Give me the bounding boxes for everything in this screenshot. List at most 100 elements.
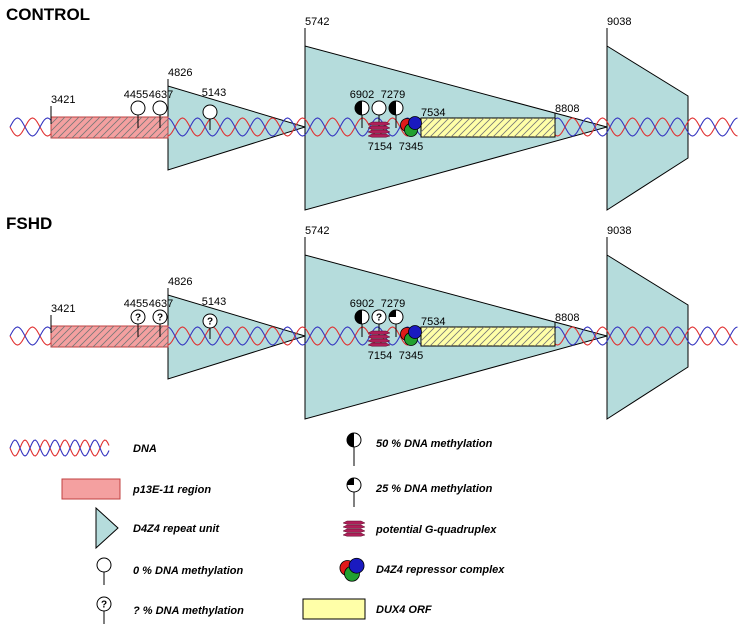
complex-blue-subunit: [348, 557, 365, 574]
coord-label-5143: 5143: [202, 296, 226, 308]
complex-blue-subunit: [408, 116, 422, 130]
complex-blue-subunit: [408, 325, 422, 339]
legend-item-methyl-50: 50 % DNA methylation: [346, 432, 493, 466]
legend-item-g-quadruplex: potential G-quadruplex: [342, 520, 497, 537]
half-fill: [355, 310, 362, 324]
legend-d4z4-swatch: [95, 506, 119, 550]
d4z4-repeat-small: [167, 85, 307, 171]
half-fill: [347, 433, 354, 447]
coord-label-9038: 9038: [607, 16, 631, 28]
d4z4-repeat-small: [167, 294, 307, 380]
quadruplex-strand: [367, 342, 391, 347]
legend-label-methyl-50: 50 % DNA methylation: [376, 438, 493, 450]
legend-dux4-swatch: [302, 598, 366, 620]
panel-title: FSHD: [6, 214, 52, 233]
coord-label-4637: 4637: [149, 89, 173, 101]
quadruplex-strand: [367, 338, 391, 343]
legend-label-g-quadruplex: potential G-quadruplex: [375, 524, 497, 536]
quadruplex-strand: [342, 532, 366, 537]
coord-label-9038: 9038: [607, 225, 631, 237]
half-fill: [355, 101, 362, 115]
coord-label-7345: 7345: [399, 141, 423, 153]
question-mark-label: ?: [135, 313, 141, 324]
d4z4-repeat-unit-2: [606, 254, 689, 420]
coord-label-7154: 7154: [368, 350, 392, 362]
methylation-circle: [202, 313, 218, 329]
panel-control: CONTROL 3421 4637 4826 5143 5742 7534 8808 9038 4…: [6, 5, 738, 211]
quadruplex-strand: [342, 528, 366, 533]
methylation-circle: [130, 100, 146, 116]
coord-label-7534: 7534: [421, 107, 445, 119]
legend-label-dux4-orf: DUX4 ORF: [376, 604, 432, 616]
half-fill: [389, 101, 396, 115]
coord-label-5742: 5742: [305, 16, 329, 28]
coord-label-4455: 4455: [124, 89, 148, 101]
legend-item-dux4-orf: DUX4 ORF: [302, 598, 432, 620]
question-mark-label: ?: [376, 313, 382, 324]
legend-label-methyl-0: 0 % DNA methylation: [133, 565, 244, 577]
quadruplex-strand: [342, 520, 366, 525]
coord-label-4455: 4455: [124, 298, 148, 310]
dna-strand-blue: [9, 439, 110, 457]
quadruplex-strand: [367, 125, 391, 130]
coord-label-7279: 7279: [381, 89, 405, 101]
quarter-fill: [389, 310, 396, 317]
legend-label-repressor-complex: D4Z4 repressor complex: [376, 564, 505, 576]
methylation-circle: [152, 100, 168, 116]
legend-label-methyl-25: 25 % DNA methylation: [375, 483, 493, 495]
legend-label-d4z4: D4Z4 repeat unit: [133, 523, 221, 535]
legend-label-dna: DNA: [133, 443, 157, 455]
legend-item-methyl-unknown: ? ? % DNA methylation: [96, 596, 244, 624]
coord-label-6902: 6902: [350, 89, 374, 101]
panels: CONTROL 3421 4637 4826 5143 5742 7534 8808 9038 4…: [6, 5, 738, 420]
quadruplex-strand: [367, 121, 391, 126]
quarter-fill: [347, 478, 354, 485]
coord-label-5143: 5143: [202, 87, 226, 99]
question-mark-label: ?: [101, 600, 107, 611]
quadruplex-strand: [342, 524, 366, 529]
panel-fshd: FSHD 3421 4637 4826 5143 5742 7534 8808 9038 4455…: [6, 214, 738, 420]
legend-label-p13e11: p13E-11 region: [132, 484, 211, 496]
coord-label-7154: 7154: [368, 141, 392, 153]
legend-item-p13e11: p13E-11 region: [61, 478, 211, 500]
quadruplex-strand: [367, 133, 391, 138]
coord-label-4637: 4637: [149, 298, 173, 310]
coord-label-8808: 8808: [555, 103, 579, 115]
coord-label-8808: 8808: [555, 312, 579, 324]
dux4-orf-hatch: [421, 327, 555, 346]
legend-label-methyl-unknown: ? % DNA methylation: [133, 605, 244, 617]
methylation-circle: [371, 309, 387, 325]
dna-strand-red: [9, 439, 110, 457]
legend-item-dna: DNA: [9, 439, 157, 457]
legend-item-methyl-25: 25 % DNA methylation: [346, 477, 493, 507]
coord-label-7534: 7534: [421, 316, 445, 328]
coord-label-4826: 4826: [168, 67, 192, 79]
coord-label-3421: 3421: [51, 94, 75, 106]
quadruplex-strand: [367, 330, 391, 335]
d4z4-repeat-unit-2: [606, 45, 689, 211]
legend-item-methyl-0: 0 % DNA methylation: [96, 557, 244, 585]
methylation-circle: [96, 557, 112, 573]
methylation-circle: [202, 104, 218, 120]
methylation-circle: [96, 596, 112, 612]
coord-label-6902: 6902: [350, 298, 374, 310]
coord-label-3421: 3421: [51, 303, 75, 315]
dux4-orf-hatch: [421, 118, 555, 137]
legend-item-repressor-complex: D4Z4 repressor complex: [339, 557, 505, 582]
question-mark-label: ?: [207, 317, 213, 328]
p13e11-hatch: [51, 326, 168, 347]
panel-title: CONTROL: [6, 5, 90, 24]
legend-item-d4z4: D4Z4 repeat unit: [95, 506, 221, 550]
quadruplex-strand: [367, 334, 391, 339]
coord-label-7345: 7345: [399, 350, 423, 362]
methylation-circle: [371, 100, 387, 116]
legend-p13e11-swatch: [61, 478, 121, 500]
methylation-circle: [152, 309, 168, 325]
quadruplex-strand: [367, 129, 391, 134]
question-mark-label: ?: [157, 313, 163, 324]
methylation-circle: [130, 309, 146, 325]
coord-label-4826: 4826: [168, 276, 192, 288]
coord-label-5742: 5742: [305, 225, 329, 237]
